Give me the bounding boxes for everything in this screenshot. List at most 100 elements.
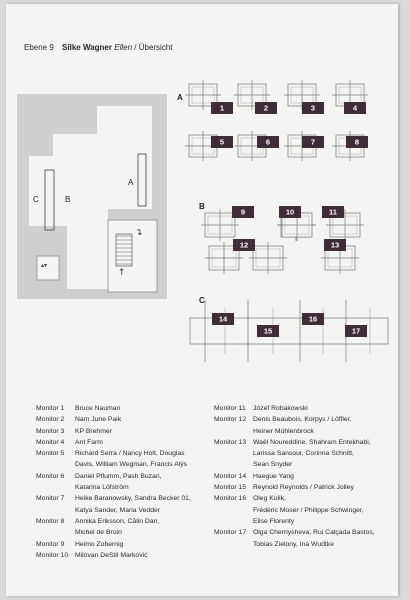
monitor-marker — [257, 136, 279, 148]
monitor-number: 2 — [264, 104, 268, 113]
monitor-number: 4 — [353, 104, 358, 113]
plan-label-C: C — [33, 195, 39, 204]
monitor-entry: Monitor 1 Bruce Nauman — [36, 403, 216, 414]
stair-outline — [115, 233, 133, 267]
monitor-entry: Monitor 16 Oleg Kulik,Frédéric Moser / Ph… — [214, 493, 396, 527]
monitor-label: Monitor 7 — [36, 495, 65, 503]
monitor-number: 16 — [309, 315, 317, 324]
monitor-label: Monitor 16 — [214, 495, 247, 503]
monitor-artists: Olga Chernysheva, Rui Calçada Bastos,Tob… — [253, 527, 396, 550]
artist-line: Ant Farm — [75, 438, 103, 446]
artist-line: Denis Beaubois, Korpys / Löffler, — [253, 416, 352, 424]
artist-line: Sean Snyder — [253, 461, 293, 469]
monitor-entry: Monitor 15 Reynold Reynolds / Patrick Jol… — [214, 482, 396, 493]
monitor-label: Monitor 14 — [214, 472, 247, 480]
monitor-label: Monitor 12 — [214, 416, 247, 424]
monitor-artists: Oleg Kulik,Frédéric Moser / Philippe Sch… — [253, 493, 396, 527]
monitor-marker — [324, 239, 346, 251]
monitor-label: Monitor 1 — [36, 405, 65, 412]
artist-line: Bruce Nauman — [75, 405, 121, 412]
monitor-label: Monitor 11 — [214, 405, 246, 412]
monitor-marker — [212, 313, 234, 325]
artist-line: Heimo Zobernig — [75, 540, 124, 548]
artist-line: Michel de Broin — [75, 529, 122, 537]
level-label: Ebene 9 — [24, 43, 54, 52]
artist-line: Heike Baranowsky, Sandra Becker 01, — [75, 495, 191, 503]
monitor-label: Monitor 10 — [36, 551, 69, 559]
artist-line: Richard Serra / Nancy Holt, Douglas — [75, 450, 185, 458]
artist-name: Silke Wagner — [62, 43, 112, 52]
monitor-number: 10 — [286, 208, 294, 217]
monitor-entry: Monitor 14 Haegue Yang — [214, 471, 396, 482]
monitor-marker — [211, 102, 233, 114]
monitor-entry: Monitor 11 Józef Robakowski — [214, 403, 396, 414]
monitor-artists: Heimo Zobernig — [75, 539, 216, 550]
wall-C — [44, 169, 55, 231]
artist-line: Milovan DeStil Marković — [75, 551, 148, 559]
page-header: Ebene 9 Silke Wagner Ellen / Übersicht — [24, 43, 173, 52]
artist-line: Reynold Reynolds / Patrick Jolley — [253, 484, 354, 492]
monitor-label: Monitor 2 — [36, 416, 65, 424]
monitor-marker — [322, 206, 344, 218]
artist-line: Frédéric Moser / Philippe Schwinger, — [253, 506, 364, 514]
artist-line: Daniel Pflumm, Pash Buzari, — [75, 472, 162, 480]
monitor-entry: Monitor 17 Olga Chernysheva, Rui Calçada … — [214, 527, 396, 550]
work-title: Ellen — [114, 43, 133, 52]
stair-turn-icon: ↴ — [135, 228, 143, 238]
monitor-entry: Monitor 2 Nam June Paik — [36, 414, 216, 425]
monitor-artists: Nam June Paik — [75, 414, 216, 425]
stair-up-icon: ↑ — [118, 268, 126, 278]
monitor-number: 8 — [355, 138, 359, 147]
monitor-label: Monitor 4 — [36, 438, 65, 446]
artist-line: Annika Eriksson, Călin Dan, — [75, 517, 160, 525]
monitor-number: 9 — [241, 208, 245, 217]
monitor-marker — [279, 206, 301, 218]
monitor-artists: Haegue Yang — [253, 471, 396, 482]
artist-line: Tobias Zielony, Ina Wudtke — [253, 540, 334, 548]
monitor-number: 6 — [266, 138, 270, 147]
monitor-marker — [257, 325, 279, 337]
plan-label: B — [199, 202, 205, 211]
monitor-entry: Monitor 10 Milovan DeStil Marković — [36, 550, 216, 561]
monitor-marker — [344, 102, 366, 114]
monitor-marker — [302, 313, 324, 325]
monitor-artists: Bruce Nauman — [75, 403, 216, 414]
floor-plan: A B C ▴▾ ↴ ↑ — [17, 94, 167, 299]
monitor-marker — [233, 239, 255, 251]
artist-line: KP Brehmer — [75, 427, 112, 435]
artist-line: Haegue Yang — [253, 472, 294, 480]
monitor-number: 1 — [220, 104, 224, 113]
artist-line: Larissa Sansour, Corinna Schnitt, — [253, 450, 354, 458]
monitor-entry: Monitor 8 Annika Eriksson, Călin Dan, Mich… — [36, 516, 216, 539]
artist-line: Katarina Löfström — [75, 484, 129, 492]
monitor-number: 13 — [331, 241, 339, 250]
floor-room — [29, 106, 152, 289]
plan-label-B: B — [65, 195, 70, 204]
wall-A — [137, 153, 147, 207]
monitor-number: 3 — [311, 104, 315, 113]
monitor-number: 17 — [352, 327, 360, 336]
monitor-label: Monitor 15 — [214, 484, 247, 492]
monitor-number: 7 — [311, 138, 315, 147]
monitor-artists: Denis Beaubois, Korpys / Löffler,Heiner … — [253, 414, 396, 437]
monitor-marker — [255, 102, 277, 114]
monitor-marker — [302, 136, 324, 148]
monitor-number: 5 — [220, 138, 224, 147]
monitor-label: Monitor 8 — [36, 517, 65, 525]
monitor-entry: Monitor 4 Ant Farm — [36, 437, 216, 448]
monitor-entry: Monitor 9 Heimo Zobernig — [36, 539, 216, 550]
monitor-artists: Milovan DeStil Marković — [75, 550, 216, 561]
monitor-label: Monitor 17 — [214, 529, 247, 537]
monitor-number: 15 — [264, 327, 272, 336]
monitor-label: Monitor 9 — [36, 540, 65, 548]
monitor-artists: KP Brehmer — [75, 426, 216, 437]
monitor-artists: Ant Farm — [75, 437, 216, 448]
monitor-artists: Józef Robakowski — [253, 403, 396, 414]
